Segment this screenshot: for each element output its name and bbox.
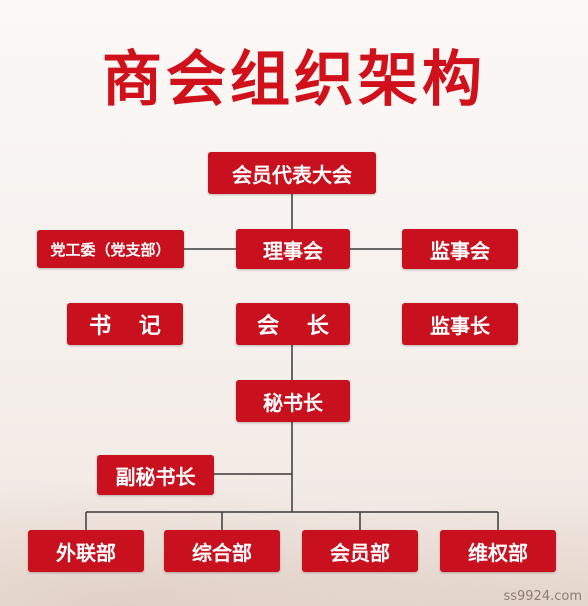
node-council: 理事会 (236, 229, 350, 269)
node-chief-supervisor: 监事长 (402, 303, 518, 345)
node-dept-rights: 维权部 (440, 530, 556, 572)
page-title: 商会组织架构 (102, 45, 486, 115)
node-party-committee: 党工委（党支部） (37, 230, 184, 268)
node-dept-membership: 会员部 (302, 530, 418, 572)
node-dept-general: 综合部 (164, 530, 280, 572)
node-president: 会 长 (236, 303, 350, 345)
node-secretary-general: 秘书长 (236, 380, 350, 422)
watermark: ss9924.com (503, 589, 582, 604)
node-general-assembly: 会员代表大会 (208, 152, 376, 194)
node-deputy-secretary-general: 副秘书长 (97, 455, 214, 495)
node-dept-external: 外联部 (28, 530, 144, 572)
node-secretary: 书 记 (67, 303, 183, 345)
node-supervisory-board: 监事会 (402, 229, 518, 269)
